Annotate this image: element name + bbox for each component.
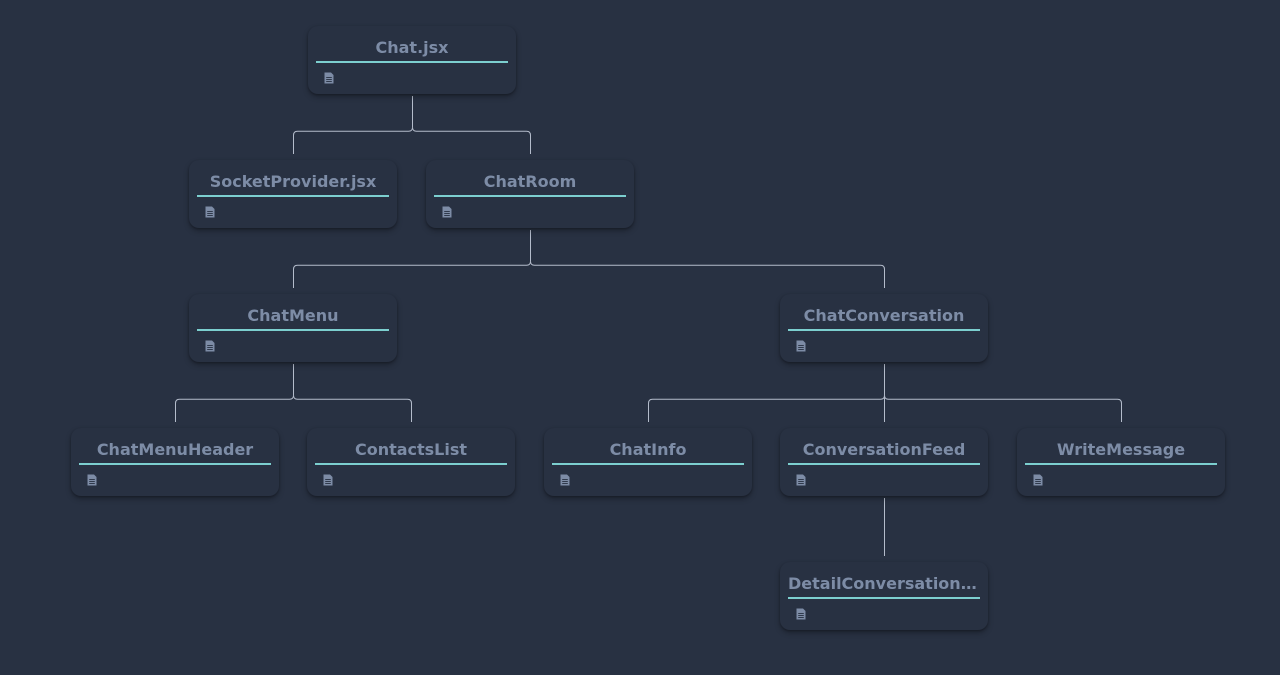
node-conversation-feed[interactable]: ConversationFeed	[780, 428, 988, 496]
node-title-underline	[788, 329, 980, 331]
node-title: WriteMessage	[1056, 440, 1186, 459]
node-chat-menu-header[interactable]: ChatMenuHeader	[71, 428, 279, 496]
node-title-underline	[316, 61, 508, 63]
connector-chat-menu-to-chat-menu-header	[175, 395, 294, 422]
node-title-underline	[788, 597, 980, 599]
node-title-underline	[788, 463, 980, 465]
node-title-underline	[552, 463, 744, 465]
node-socket-provider[interactable]: SocketProvider.jsx	[189, 160, 397, 228]
node-title: ConversationFeed	[802, 440, 966, 459]
node-title-underline	[315, 463, 507, 465]
node-title-underline	[1025, 463, 1217, 465]
node-title: ChatMenu	[247, 306, 339, 325]
connector-chat-conversation-to-write-message	[884, 395, 1122, 422]
node-chat-menu[interactable]: ChatMenu	[189, 294, 397, 362]
document-icon[interactable]	[795, 608, 807, 620]
node-title: ChatMenuHeader	[96, 440, 254, 459]
document-icon[interactable]	[322, 474, 334, 486]
document-icon[interactable]	[1032, 474, 1044, 486]
node-title: DetailConversationF...	[788, 574, 980, 593]
connector-chat-room-to-chat-menu	[293, 261, 531, 288]
node-title-underline	[434, 195, 626, 197]
connector-chat-jsx-to-chat-room	[412, 127, 531, 154]
node-title: ChatConversation	[803, 306, 965, 325]
connector-chat-room-to-chat-conversation	[530, 261, 885, 288]
node-chat-jsx[interactable]: Chat.jsx	[308, 26, 516, 94]
node-chat-info[interactable]: ChatInfo	[544, 428, 752, 496]
node-contacts-list[interactable]: ContactsList	[307, 428, 515, 496]
node-title: ChatInfo	[609, 440, 687, 459]
document-icon[interactable]	[204, 340, 216, 352]
node-title-underline	[197, 195, 389, 197]
document-icon[interactable]	[204, 206, 216, 218]
document-icon[interactable]	[795, 340, 807, 352]
node-title-underline	[197, 329, 389, 331]
node-title: ContactsList	[354, 440, 468, 459]
document-icon[interactable]	[86, 474, 98, 486]
node-title: ChatRoom	[483, 172, 577, 191]
node-title: SocketProvider.jsx	[209, 172, 377, 191]
node-chat-room[interactable]: ChatRoom	[426, 160, 634, 228]
connector-chat-jsx-to-socket-provider	[293, 127, 413, 154]
node-title: Chat.jsx	[375, 38, 449, 57]
node-detail-conversation-feed[interactable]: DetailConversationF...	[780, 562, 988, 630]
document-icon[interactable]	[559, 474, 571, 486]
node-write-message[interactable]: WriteMessage	[1017, 428, 1225, 496]
node-title-underline	[79, 463, 271, 465]
node-chat-conversation[interactable]: ChatConversation	[780, 294, 988, 362]
document-icon[interactable]	[795, 474, 807, 486]
document-icon[interactable]	[441, 206, 453, 218]
connector-chat-menu-to-contacts-list	[293, 395, 412, 422]
document-icon[interactable]	[323, 72, 335, 84]
connector-chat-conversation-to-chat-info	[648, 395, 885, 422]
